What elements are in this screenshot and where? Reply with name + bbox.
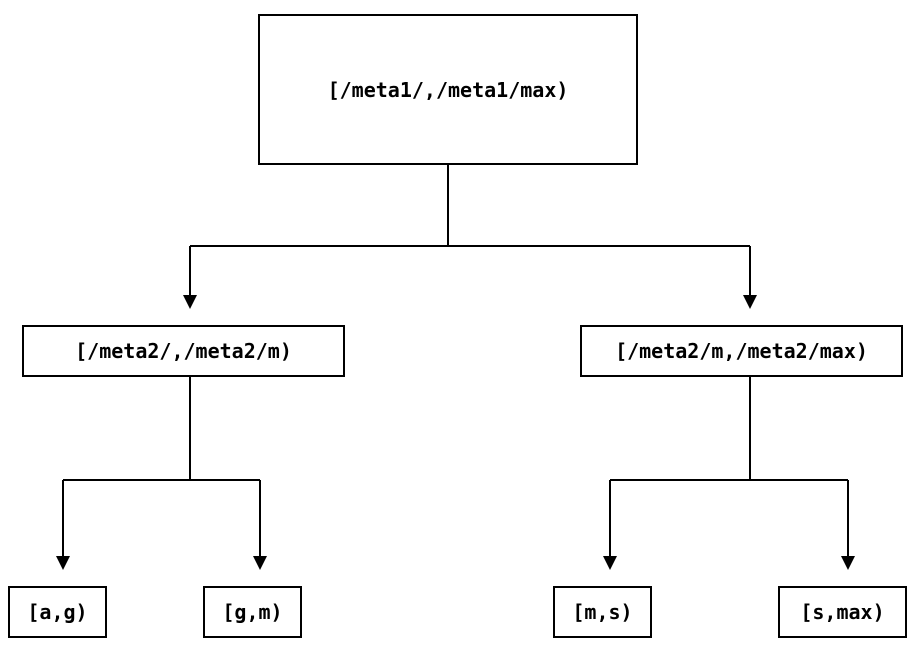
arrowhead-icon bbox=[603, 556, 617, 570]
node-label: [/meta1/,/meta1/max) bbox=[327, 77, 569, 102]
node-label: [a,g) bbox=[27, 600, 88, 624]
node-right-child: [/meta2/m,/meta2/max) bbox=[580, 325, 903, 377]
arrowhead-icon bbox=[56, 556, 70, 570]
node-left-child: [/meta2/,/meta2/m) bbox=[22, 325, 345, 377]
node-leaf-a-g: [a,g) bbox=[8, 586, 107, 638]
arrowhead-icon bbox=[743, 295, 757, 309]
arrowhead-icon bbox=[841, 556, 855, 570]
node-label: [/meta2/m,/meta2/max) bbox=[615, 339, 868, 363]
node-leaf-m-s: [m,s) bbox=[553, 586, 652, 638]
node-label: [m,s) bbox=[572, 600, 633, 624]
arrowhead-icon bbox=[253, 556, 267, 570]
node-leaf-g-m: [g,m) bbox=[203, 586, 302, 638]
node-label: [s,max) bbox=[800, 600, 885, 624]
node-root: [/meta1/,/meta1/max) bbox=[258, 14, 638, 165]
node-label: [/meta2/,/meta2/m) bbox=[75, 339, 292, 363]
arrowhead-icon bbox=[183, 295, 197, 309]
node-label: [g,m) bbox=[222, 600, 283, 624]
node-leaf-s-max: [s,max) bbox=[778, 586, 907, 638]
